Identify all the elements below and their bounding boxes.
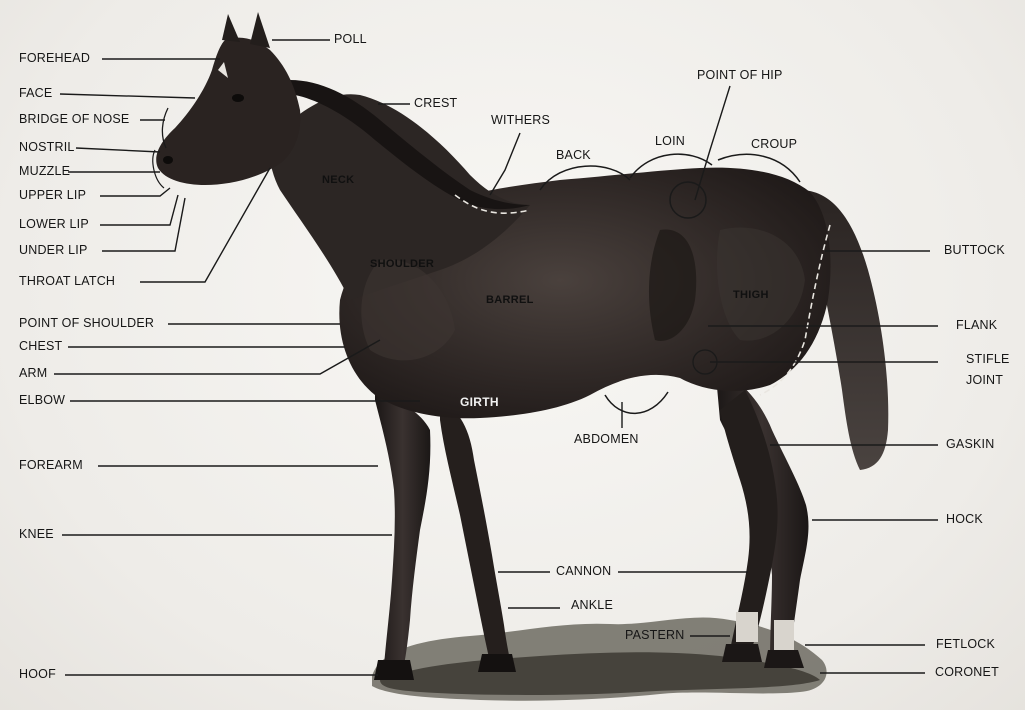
label-flank: FLANK (956, 318, 997, 333)
label-abdomen: ABDOMEN (574, 432, 639, 447)
label-upper-lip: UPPER LIP (19, 188, 86, 203)
label-fetlock: FETLOCK (936, 637, 995, 652)
label-withers: WITHERS (491, 113, 550, 128)
label-forearm: FOREARM (19, 458, 83, 473)
label-loin: LOIN (655, 134, 685, 149)
label-nostril: NOSTRIL (19, 140, 75, 155)
label-hock: HOCK (946, 512, 983, 527)
label-knee: KNEE (19, 527, 54, 542)
label-croup: CROUP (751, 137, 797, 152)
label-buttock: BUTTOCK (944, 243, 1005, 258)
label-cannon: CANNON (556, 564, 611, 579)
label-arm: ARM (19, 366, 47, 381)
body-label-thigh: THIGH (733, 289, 769, 301)
label-lower-lip: LOWER LIP (19, 217, 89, 232)
body-label-girth: GIRTH (460, 395, 499, 409)
body-label-neck: NECK (322, 174, 354, 186)
body-label-shoulder: SHOULDER (370, 258, 434, 270)
label-throat-latch: THROAT LATCH (19, 274, 115, 289)
label-forehead: FOREHEAD (19, 51, 90, 66)
label-crest: CREST (414, 96, 457, 111)
label-chest: CHEST (19, 339, 62, 354)
label-point-of-shoulder: POINT OF SHOULDER (19, 316, 154, 331)
body-label-barrel: BARREL (486, 294, 534, 306)
label-joint: JOINT (966, 373, 1003, 388)
label-back: BACK (556, 148, 591, 163)
label-poll: POLL (334, 32, 367, 47)
label-under-lip: UNDER LIP (19, 243, 87, 258)
label-elbow: ELBOW (19, 393, 65, 408)
label-hoof: HOOF (19, 667, 56, 682)
label-stifle: STIFLE (966, 352, 1010, 367)
label-pastern: PASTERN (625, 628, 685, 643)
label-muzzle: MUZZLE (19, 164, 70, 179)
label-ankle: ANKLE (571, 598, 613, 613)
label-gaskin: GASKIN (946, 437, 994, 452)
label-face: FACE (19, 86, 52, 101)
label-point-of-hip: POINT OF HIP (697, 68, 783, 83)
label-coronet: CORONET (935, 665, 999, 680)
label-bridge-of-nose: BRIDGE OF NOSE (19, 112, 129, 127)
horse-front-legs (374, 385, 516, 680)
